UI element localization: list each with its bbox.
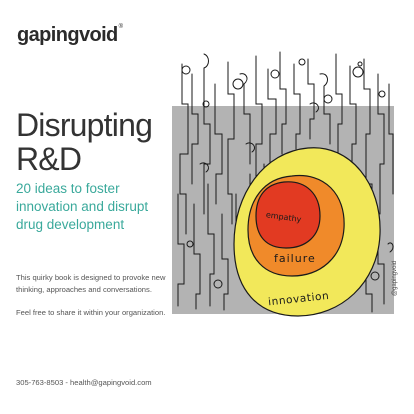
page-title: Disrupting R&D (16, 107, 153, 177)
contact-info: 305-763-8503 - health@gapingvoid.com (16, 378, 152, 387)
inner-circle-empathy (255, 181, 321, 249)
brand-logo-text: gapingvoid (17, 24, 118, 46)
subtitle-line-3: drug development (16, 217, 125, 232)
description-paragraph-2: Feel free to share it within your organi… (16, 308, 166, 317)
scribble-lines (177, 51, 394, 313)
description-paragraph-1: This quirky book is designed to provoke … (16, 273, 166, 294)
label-failure: failure (274, 252, 316, 265)
brand-logo: gapingvoid® (17, 24, 123, 47)
subtitle-line-2: innovation and disrupt (16, 199, 149, 214)
title-line-2: R&D (16, 141, 82, 177)
cartoon-illustration: empathy failure innovation (172, 51, 394, 317)
registered-mark: ® (118, 24, 123, 30)
page-subtitle: 20 ideas to foster innovation and disrup… (16, 180, 206, 234)
illustration-watermark: @gapingvoid (392, 260, 398, 296)
title-line-1: Disrupting (16, 107, 153, 143)
description: This quirky book is designed to provoke … (16, 272, 176, 331)
subtitle-line-1: 20 ideas to foster (16, 181, 120, 196)
